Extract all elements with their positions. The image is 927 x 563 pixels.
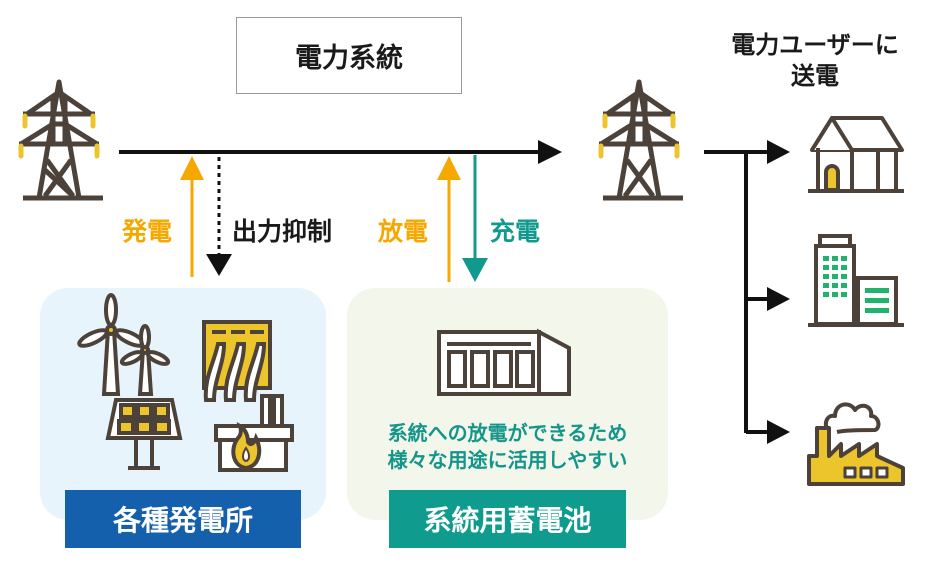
discharge-label: 放電 [378, 217, 429, 246]
grid-title-box: 電力系統 [236, 17, 462, 94]
thermal-plant-icon [214, 394, 294, 472]
power-plants-badge: 各種発電所 [65, 490, 301, 548]
grid-battery-panel [347, 288, 668, 520]
distribution-arrow-factory [767, 420, 790, 444]
main-arrow-head [538, 140, 562, 164]
discharge-arrow-head [437, 156, 461, 180]
grid-battery-badge: 系統用蓄電池 [389, 490, 626, 548]
generation-arrow-head [180, 156, 204, 180]
house-icon [808, 116, 904, 193]
battery-container-icon [437, 328, 571, 396]
users-label-line2: 送電 [791, 62, 839, 90]
generation-label: 発電 [122, 217, 173, 246]
power-plants-badge-label: 各種発電所 [112, 504, 253, 537]
factory-icon [807, 402, 905, 486]
solar-panel-icon [105, 398, 183, 470]
grid-battery-description-line2: 様々な用途に活用しやすい [387, 448, 628, 472]
grid-battery-badge-label: 系統用蓄電池 [423, 504, 592, 537]
distribution-arrow-house [767, 140, 790, 164]
curtailment-arrow-head [206, 254, 232, 276]
grid-battery-description-line1: 系統への放電ができるため [387, 421, 628, 445]
hydro-dam-icon [202, 320, 272, 402]
power-plant-icons [77, 293, 294, 472]
transmission-tower-icon-2 [598, 79, 683, 201]
grid-title: 電力系統 [295, 43, 403, 74]
wind-turbine-icon [77, 293, 171, 396]
users-label: 電力ユーザーに 送電 [705, 30, 925, 92]
charge-arrow-head [462, 258, 488, 282]
users-label-line1: 電力ユーザーに [731, 31, 899, 59]
charge-label: 充電 [490, 217, 541, 246]
transmission-tower-icon [18, 79, 103, 201]
office-building-icon [808, 234, 904, 327]
curtailment-label: 出力抑制 [232, 217, 333, 246]
distribution-arrow-office [767, 287, 790, 311]
grid-battery-description: 系統への放電ができるため 様々な用途に活用しやすい [347, 420, 668, 474]
